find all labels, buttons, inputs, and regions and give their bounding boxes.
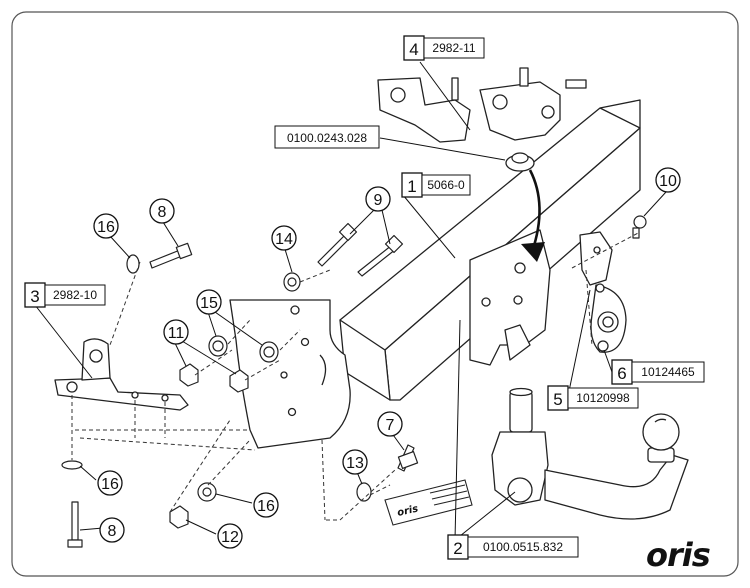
svg-text:8: 8 [158,204,167,221]
right-side-plate [469,229,551,366]
balloon-13: 14 [271,225,297,251]
balloon-10: 10 [655,167,681,193]
balloon-16-left: 16 [97,470,123,496]
callout-1: 1 5066-0 [401,172,471,198]
label-plate-brand: oris [396,503,419,518]
socket-bracket [579,231,627,353]
svg-text:15: 15 [200,295,218,312]
top-bracket [377,67,587,143]
insertion-arrow [505,152,545,262]
assembly-guide-lines [71,231,641,521]
callout-5-number: 5 [553,390,562,409]
slide-in-bracket [54,338,189,411]
callout-5-part: 10120998 [576,391,630,405]
svg-text:14: 14 [275,231,293,248]
callout-2-part: 0100.0515.832 [483,540,563,554]
brand-logo: oris [646,536,710,574]
standalone-part-number: 0100.0243.028 [287,131,367,145]
callout-1-part: 5066-0 [427,178,465,192]
balloon-7: 7 [377,411,403,437]
callout-6-part: 10124465 [641,365,695,379]
callout-3-number: 3 [30,287,39,306]
svg-text:7: 7 [386,417,395,434]
callout-2-number: 2 [453,539,462,558]
svg-text:16: 16 [101,476,119,493]
callout-1-number: 1 [407,177,416,196]
svg-text:11: 11 [168,325,185,342]
bolt-9b [357,244,397,277]
balloons: 16 8 9 14 10 15 11 7 [93,167,681,549]
callout-standalone-part: 0100.0243.028 [274,125,380,149]
callout-5: 5 10120998 [547,385,639,411]
svg-text:13: 13 [346,455,364,472]
balloon-8-top: 8 [149,198,175,224]
balloon-14: 13 [342,449,368,475]
callout-4: 4 2982-11 [403,35,485,61]
callout-2: 2 0100.0515.832 [447,534,579,560]
balloon-16-right: 16 [253,492,279,518]
svg-text:16: 16 [97,219,115,236]
diagram-frame [11,11,739,577]
label-plate: oris [384,479,473,526]
balloon-9: 9 [365,186,391,212]
svg-text:9: 9 [374,192,383,209]
callout-6-number: 6 [617,364,626,383]
svg-text:8: 8 [108,523,117,540]
callout-4-number: 4 [409,40,418,59]
leader-lines [34,61,667,541]
svg-text:12: 12 [221,529,239,546]
balloon-8-bottom: 8 [99,517,125,543]
callout-3: 3 2982-10 [24,282,106,308]
callout-3-part: 2982-10 [53,288,97,302]
callout-4-part: 2982-11 [432,41,475,55]
balloon-12: 12 [217,523,243,549]
callout-6: 6 10124465 [611,359,705,385]
fasteners [61,215,647,548]
balloon-16-top: 16 [93,213,119,239]
balloon-15: 15 [196,289,222,315]
svg-text:16: 16 [257,498,275,515]
balloon-11: 11 [163,319,189,345]
svg-text:10: 10 [659,173,677,190]
tow-ball-neck [491,387,689,520]
left-side-plate [229,299,351,449]
